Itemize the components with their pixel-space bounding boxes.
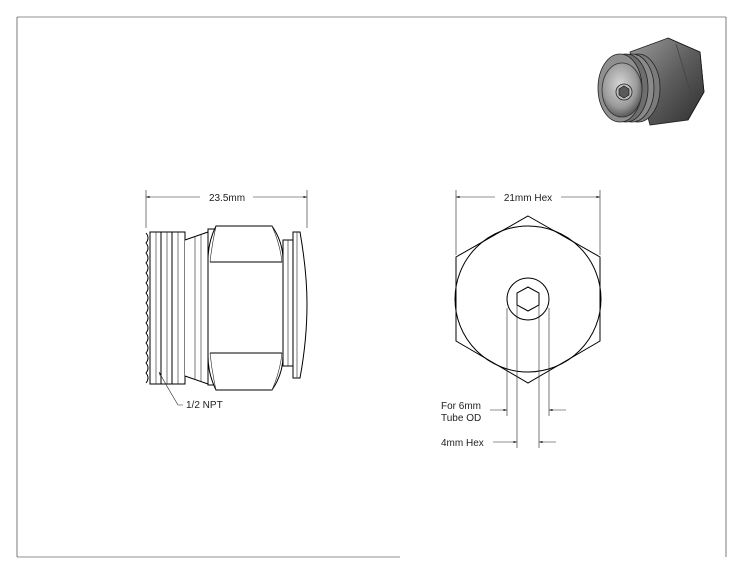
thread-label: 1/2 NPT: [186, 400, 223, 411]
collet-ring: [282, 231, 308, 379]
isometric-render: [597, 37, 705, 126]
dimension-socket: 4mm Hex: [441, 305, 556, 449]
socket-label: 4mm Hex: [441, 438, 484, 449]
length-dimension-label: 23.5mm: [209, 193, 245, 204]
dimension-length: 23.5mm: [145, 190, 308, 228]
dimension-tube-od: For 6mm Tube OD: [441, 308, 566, 424]
hex-socket: [516, 286, 540, 312]
tube-label-line1: For 6mm: [441, 401, 481, 412]
thread-callout: 1/2 NPT: [158, 371, 223, 411]
thread-section: [145, 231, 209, 385]
face-circle: [454, 225, 602, 373]
sheet-border: [16, 16, 727, 558]
bore-circle: [506, 277, 550, 321]
dimension-hex: 21mm Hex: [455, 190, 601, 255]
hex-body: [207, 225, 284, 391]
hex-dimension-label: 21mm Hex: [504, 193, 552, 204]
end-view: 21mm Hex For 6mm Tube OD 4mm Hex: [441, 190, 602, 449]
hex-outline: [455, 215, 601, 384]
side-view: 23.5mm 1/2 NPT: [145, 190, 308, 411]
tube-label-line2: Tube OD: [441, 413, 481, 424]
